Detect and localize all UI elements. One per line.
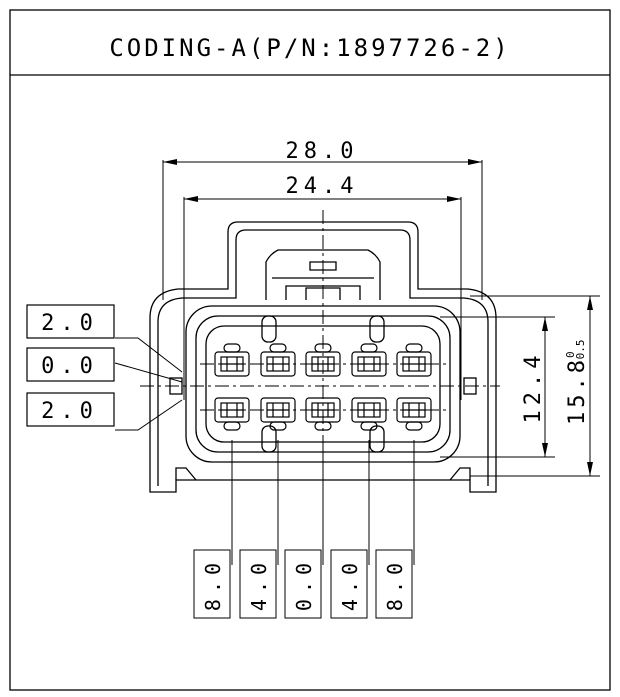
dim-tol-upper: 0	[564, 351, 577, 358]
terminal-cavity	[351, 397, 387, 431]
terminal-cavity	[214, 397, 250, 431]
dimension-arrows	[163, 159, 593, 476]
border	[9, 9, 611, 691]
dim-inner-width: 24.4	[286, 174, 359, 199]
terminal-cavity	[260, 397, 296, 431]
left-label: 2.0	[41, 311, 99, 336]
left-label: 0.0	[41, 354, 99, 379]
bottom-label: 4.0	[338, 557, 362, 611]
terminal-cavity	[260, 343, 296, 377]
centerlines	[140, 210, 500, 540]
terminal-cavity	[214, 343, 250, 377]
bottom-label: 0.0	[292, 557, 316, 611]
bottom-label: 4.0	[247, 557, 271, 611]
dim-tol-lower: -0.5	[574, 340, 587, 367]
drawing-title: CODING-A(P/N:1897726-2)	[109, 34, 510, 62]
left-labels: 2.0 0.0 2.0	[26, 304, 115, 427]
dim-inner-height: 12.4	[521, 351, 546, 424]
bottom-labels: 8.0 4.0 0.0 4.0 8.0	[193, 440, 415, 619]
left-label: 2.0	[41, 399, 99, 424]
terminal-cavity	[396, 343, 432, 377]
terminal-cavity	[396, 397, 432, 431]
dim-overall-width: 28.0	[286, 139, 359, 164]
dimension-lines	[114, 160, 600, 477]
bottom-label: 8.0	[201, 557, 225, 611]
dim-overall-height: 15.8	[565, 356, 590, 425]
terminal-cavity	[351, 343, 387, 377]
bottom-label: 8.0	[383, 557, 407, 611]
